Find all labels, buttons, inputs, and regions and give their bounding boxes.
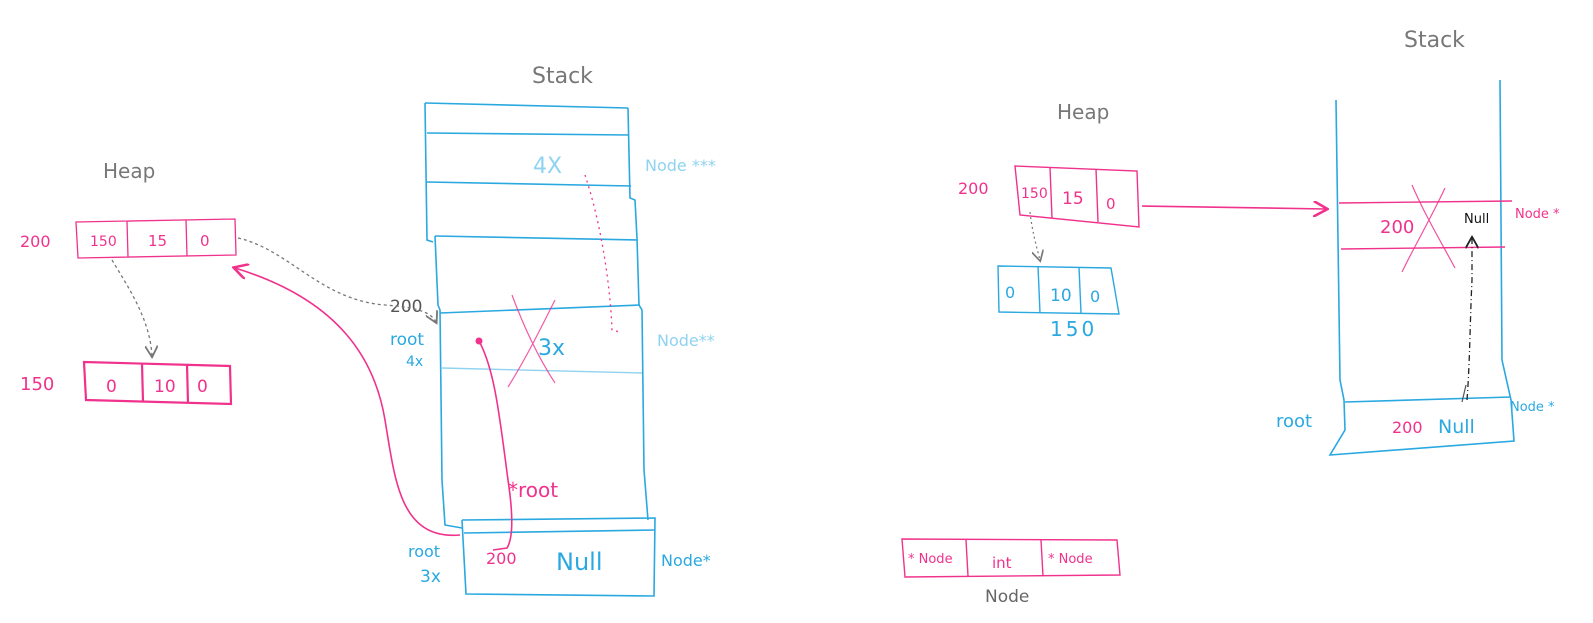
left-stack-body: [424, 102, 656, 597]
right-slot-top-type: Node *: [1515, 207, 1560, 222]
right-heap-node-cell-2: 15: [1062, 189, 1084, 209]
legend-caption: Node: [985, 587, 1029, 607]
right-label-root: root: [1276, 411, 1312, 432]
right-slot-bottom-value-1: 200: [1392, 418, 1423, 437]
right-stack-title: Stack: [1404, 28, 1465, 53]
left-slot-mid-value: 3x: [538, 336, 565, 361]
left-heap-child-cell-1: 0: [106, 377, 117, 397]
left-heap-node-cell-1: 150: [90, 234, 117, 250]
right-slot-top-value-1: 200: [1380, 217, 1414, 238]
right-slot-bottom-value-2: Null: [1438, 416, 1475, 438]
left-heap-child-address: 150: [20, 374, 54, 395]
left-stack-divider-light: [441, 367, 643, 374]
legend-cell-2: int: [992, 554, 1012, 572]
left-root-to-heap-arrow: [235, 268, 461, 536]
right-null-link-arrow-2: [1461, 384, 1467, 403]
right-heap-child-cell-3: 0: [1090, 287, 1100, 306]
right-heap-node: [1014, 165, 1140, 228]
left-label-star-root: *root: [508, 478, 558, 502]
left-heap-node-cell-2: 15: [148, 232, 167, 250]
left-heap-child-cell-2: 10: [154, 377, 176, 397]
left-label-root-3x-line2: 3x: [420, 567, 441, 587]
left-star-root-arrow: [478, 340, 513, 551]
right-stack-body: [1328, 79, 1515, 456]
left-heap-child-cell-3: 0: [197, 377, 208, 397]
legend-cell-3: * Node: [1048, 552, 1093, 567]
left-heap-title: Heap: [103, 159, 155, 183]
left-heap-child-node: [82, 360, 233, 406]
right-heap-to-stack-arrow: [1141, 206, 1326, 209]
right-heap-child-cell-1: 0: [1005, 283, 1015, 302]
left-heap-node-address: 200: [20, 232, 51, 251]
right-heap-child-node: [997, 265, 1120, 315]
right-heap-node-cell-1: 150: [1021, 186, 1048, 202]
right-slot-bottom-type: Node *: [1510, 400, 1555, 415]
right-heap-title: Heap: [1057, 100, 1109, 124]
right-slot-top-cross-icon: [1401, 184, 1456, 273]
left-slot-top-dotted-link: [584, 174, 621, 333]
legend-node-struct: [901, 538, 1121, 578]
right-heap-node-address: 200: [958, 179, 989, 198]
left-slot-top-type: Node ***: [645, 156, 716, 175]
right-heap-node-cell-3: 0: [1106, 195, 1116, 213]
left-slot-mid-type: Node**: [657, 331, 715, 350]
left-label-root-4x-line1: root: [390, 330, 424, 350]
left-slot-top-value: 4X: [533, 154, 562, 179]
left-slot-bottom-value-1: 200: [486, 549, 517, 568]
left-slot-bottom-type: Node*: [661, 551, 711, 570]
left-heap-node-cell-3: 0: [200, 232, 210, 250]
left-label-root-4x-line2: 4x: [406, 354, 423, 370]
left-label-root-3x-line1: root: [408, 542, 440, 561]
left-slot-mid-cross-icon: [507, 294, 556, 388]
legend-cell-1: * Node: [908, 552, 953, 567]
left-label-200: 200: [390, 297, 422, 317]
right-heap-child-cell-2: 10: [1050, 286, 1072, 306]
left-slot-bottom-value-2: Null: [556, 548, 603, 576]
left-heap-to-stack-arrow: [237, 237, 436, 322]
right-null-link-arrow: [1467, 238, 1472, 401]
right-heap-link-arrow: [1029, 211, 1040, 260]
right-heap-child-address: 150: [1050, 317, 1097, 341]
left-heap-link-arrow: [111, 259, 152, 356]
left-heap-node: [75, 218, 237, 259]
right-slot-top-value-2: Null: [1464, 212, 1489, 227]
left-stack-title: Stack: [532, 64, 593, 89]
